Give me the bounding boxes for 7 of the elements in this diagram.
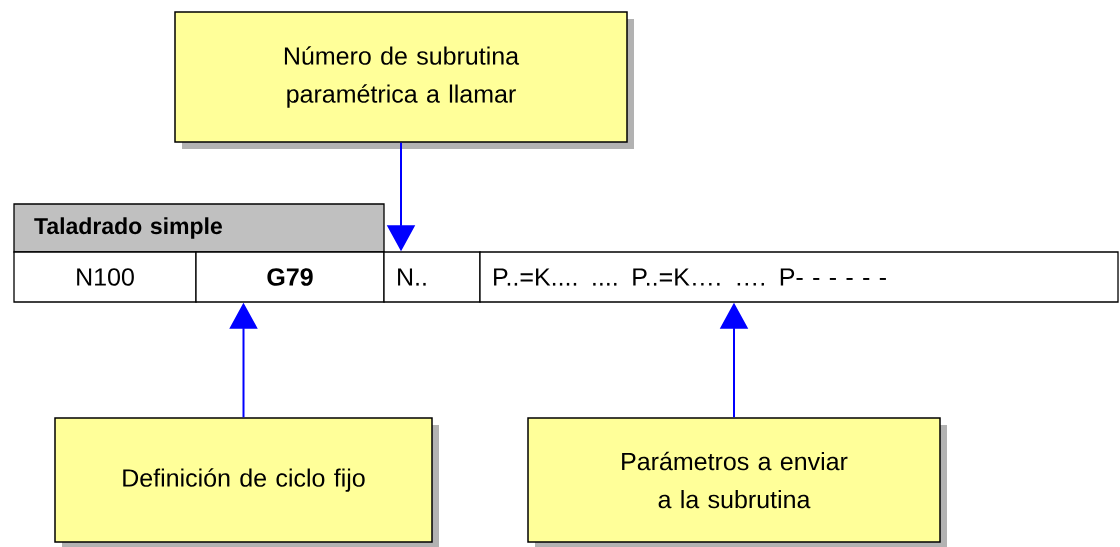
- table-header: Taladrado simple: [13, 203, 385, 253]
- table-cell: G79: [195, 251, 385, 303]
- table-cell: N100: [13, 251, 197, 303]
- callout-box: Definición de ciclo fijo: [54, 417, 439, 547]
- callout-box: Número de subrutina paramétrica a llamar: [174, 11, 634, 149]
- callout-box: Parámetros a enviar a la subrutina: [527, 417, 947, 547]
- table-cell: N..: [383, 251, 481, 303]
